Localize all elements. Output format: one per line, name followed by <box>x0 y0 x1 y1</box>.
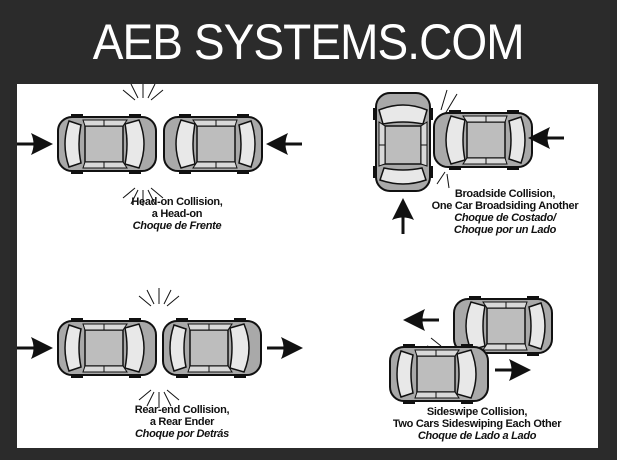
car-icon <box>372 92 434 192</box>
caption-broadside: Broadside Collision, One Car Broadsiding… <box>431 188 579 236</box>
car-icon <box>162 317 262 379</box>
caption-sideswipe: Sideswipe Collision, Two Cars Sideswipin… <box>392 406 562 442</box>
car-icon <box>57 317 157 379</box>
arrow-right-icon <box>265 335 305 361</box>
arrow-right-icon <box>493 357 533 383</box>
rear-end-scene <box>17 287 305 409</box>
arrow-right-icon <box>17 131 55 157</box>
site-title: AEB SYSTEMS.COM <box>93 14 525 70</box>
caption-rear-end: Rear-end Collision, a Rear Ender Choque … <box>134 404 230 440</box>
car-icon <box>433 109 533 171</box>
arrow-left-icon <box>264 131 304 157</box>
impact-burst-icon <box>138 287 180 307</box>
head-on-scene <box>17 84 304 207</box>
car-icon <box>163 113 263 175</box>
car-icon <box>57 113 157 175</box>
collision-diagram-panel: Head-on Collision, a Head-on Choque de F… <box>17 84 598 448</box>
arrow-left-icon <box>526 125 566 151</box>
site-header: AEB SYSTEMS.COM <box>0 0 617 84</box>
impact-burst-icon <box>122 84 164 101</box>
arrow-up-icon <box>390 196 416 236</box>
caption-head-on: Head-on Collision, a Head-on Choque de F… <box>131 196 223 232</box>
arrow-left-icon <box>401 307 441 333</box>
collision-diagram <box>17 84 566 409</box>
car-icon <box>389 343 489 405</box>
sideswipe-scene <box>389 295 553 405</box>
broadside-scene <box>372 89 566 236</box>
arrow-right-icon <box>17 335 55 361</box>
